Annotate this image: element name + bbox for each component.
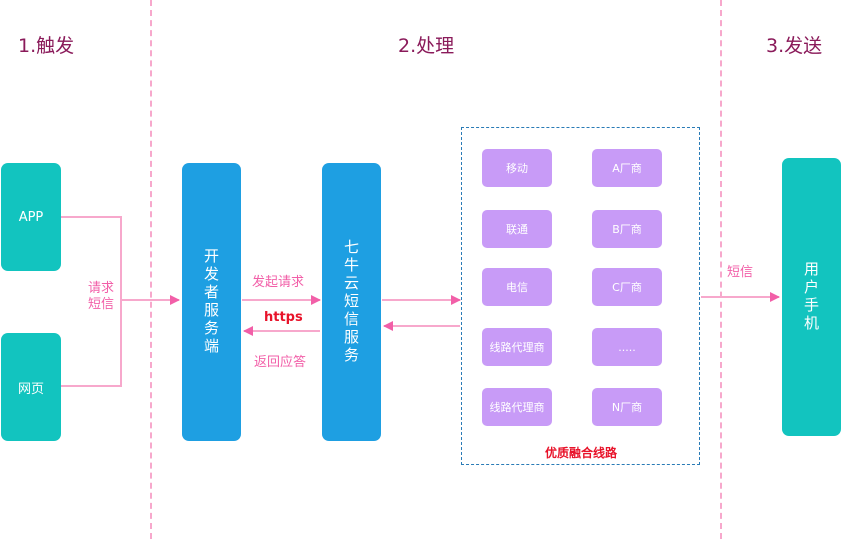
developer-server-label: 开发者服务端 — [202, 248, 220, 356]
label-return-response: 返回应答 — [254, 355, 307, 370]
vendor-a: A厂商 — [592, 149, 662, 187]
carrier-telecom: 电信 — [482, 268, 552, 306]
label-https: https — [264, 310, 303, 325]
label-request-sms: 请求 短信 — [87, 281, 114, 312]
stage-divider-1 — [150, 0, 152, 539]
carrier-mobile: 移动 — [482, 149, 552, 187]
developer-server: 开发者服务端 — [182, 163, 241, 441]
label-fusion-route: 优质融合线路 — [545, 446, 618, 460]
qiniu-sms-service: 七牛云短信服务 — [322, 163, 381, 441]
qiniu-sms-service-label: 七牛云短信服务 — [342, 239, 360, 365]
carrier-agent-2: 线路代理商 — [482, 388, 552, 426]
carrier-agent-1: 线路代理商 — [482, 328, 552, 366]
label-sms: 短信 — [727, 265, 754, 280]
vendor-n: N厂商 — [592, 388, 662, 426]
stage-divider-2 — [720, 0, 722, 539]
source-app-label: APP — [18, 209, 44, 225]
stage-title-trigger: 1.触发 — [18, 35, 75, 57]
fusion-route-container — [461, 127, 700, 465]
connector-app — [61, 216, 122, 300]
carrier-unicom: 联通 — [482, 210, 552, 248]
source-app: APP — [1, 163, 61, 271]
source-web-label: 网页 — [17, 381, 44, 397]
user-phone: 用户手机 — [782, 158, 841, 436]
connector-web — [61, 300, 122, 387]
stage-title-send: 3.发送 — [766, 35, 823, 57]
vendor-b: B厂商 — [592, 210, 662, 248]
stage-title-process: 2.处理 — [398, 35, 455, 57]
user-phone-label: 用户手机 — [802, 261, 820, 333]
label-initiate-request: 发起请求 — [252, 275, 305, 290]
vendor-ellipsis: ..... — [592, 328, 662, 366]
source-web: 网页 — [1, 333, 61, 441]
vendor-c: C厂商 — [592, 268, 662, 306]
